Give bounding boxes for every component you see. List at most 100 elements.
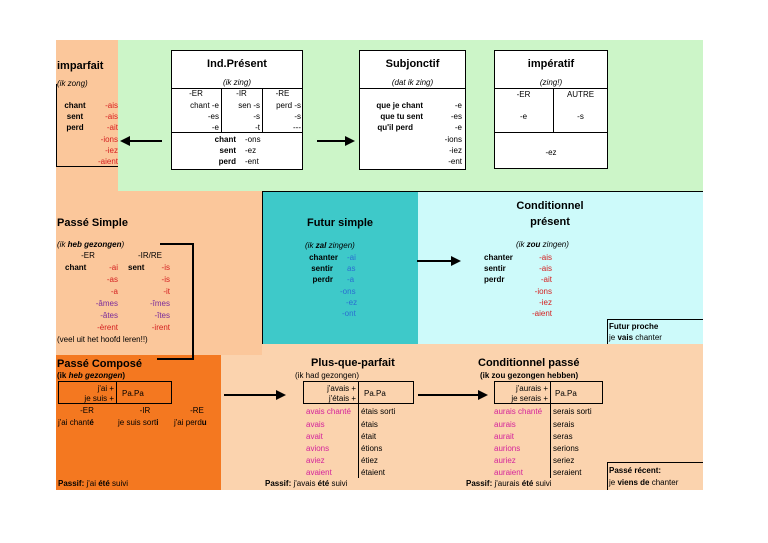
pqp-etre: était [361, 432, 377, 441]
imperatif-subtitle: (zing!) [539, 78, 563, 87]
present-stem: perd [218, 157, 236, 166]
present-title: Ind.Présent [207, 58, 267, 70]
pqp-aux: j'étais + [328, 394, 356, 403]
cond-passe-etre: serais sorti [553, 407, 592, 416]
arrow-to-cond-passe [418, 394, 480, 396]
passe-simple-er-ending: -èrent [97, 323, 118, 332]
bracket-right [192, 243, 194, 360]
futur-ending: -ons [340, 287, 356, 296]
arrow-head-right-icon [276, 390, 286, 400]
aux-divider [116, 381, 117, 404]
futur-title: Futur simple [306, 217, 373, 229]
divider-top [262, 191, 703, 192]
passe-simple-title: Passé Simple [57, 217, 128, 229]
passe-compose-zone [56, 355, 221, 490]
cond-passe-subtitle: (ik zou gezongen hebben) [480, 371, 579, 380]
passe-recent-box [607, 462, 703, 490]
pqp-papa: Pa.Pa [364, 389, 386, 398]
subjonctif-ending: -e [454, 123, 462, 132]
imperatif-plural-ending: -ez [545, 148, 557, 157]
imparfait-ending: -ions [100, 135, 118, 144]
passe-simple-ir-ending: -îtes [154, 311, 170, 320]
passe-simple-zone [56, 191, 262, 355]
passe-compose-subtitle: (ik heb gezongen) [57, 371, 126, 380]
passe-compose-example-re: j'ai perdu [174, 418, 207, 427]
cond-passe-etre: seriez [553, 456, 575, 465]
imparfait-title: imparfait [57, 60, 104, 72]
cond-passe-etre: serions [553, 444, 579, 453]
subjonctif-ending: -iez [449, 146, 462, 155]
pqp-avoir: avait [306, 432, 323, 441]
passe-simple-ir-ending: -îmes [150, 299, 170, 308]
conditionnel-stem: chanter [484, 253, 513, 262]
present-subtitle: (ik zing) [222, 78, 251, 87]
imperatif-sing-ending: -s [577, 112, 584, 121]
arrow-head-right-icon [478, 390, 488, 400]
conditionnel-stem: perdr [484, 275, 505, 284]
conditionnel-subtitle: (ik zou zingen) [516, 240, 569, 249]
pqp-avoir: avions [306, 444, 330, 453]
imperatif-divider [494, 132, 608, 133]
futur-ending: -ez [346, 298, 358, 307]
passe-simple-er-ending: -as [106, 275, 118, 284]
cond-passe-avoir: aurions [494, 444, 521, 453]
subjonctif-phrase: qu'il perd [377, 123, 413, 132]
futur-ending: -a [347, 275, 355, 284]
imparfait-ending: -aient [97, 157, 118, 166]
imparfait-stem: sent [66, 112, 84, 121]
pqp-avoir: avais chanté [306, 407, 351, 416]
passe-compose-col-header: -IR [139, 406, 151, 415]
present-stem: chant [214, 135, 236, 144]
arrow-to-subjonctif [317, 140, 347, 142]
passe-compose-aux-box [58, 381, 172, 404]
conditionnel-title: présent [530, 216, 570, 228]
cond-passe-avoir: auriez [494, 456, 516, 465]
imperatif-divider [494, 88, 608, 89]
present-ir-ending: -s [253, 112, 260, 121]
pqp-etre: étais sorti [361, 407, 396, 416]
lower-left-strip [56, 344, 262, 355]
imparfait-ending: -iez [105, 146, 118, 155]
bracket-top [160, 243, 194, 245]
cond-passe-etre: serais [553, 420, 575, 429]
cond-passe-papa: Pa.Pa [555, 389, 577, 398]
futur-subtitle: (ik zal zingen) [305, 241, 355, 250]
pqp-avoir: avaient [306, 468, 332, 477]
conditionnel-zone [418, 191, 703, 344]
present-re-ending: --- [293, 123, 301, 132]
passe-simple-subtitle: (ik heb gezongen) [57, 240, 125, 249]
subjonctif-ending: -ent [448, 157, 462, 166]
pqp-etre: étaient [361, 468, 386, 477]
conditionnel-ending: -aient [531, 309, 552, 318]
arrow-head-left-icon [120, 136, 130, 146]
subjonctif-title: Subjonctif [385, 58, 440, 70]
imperatif-col-header: -ER [516, 90, 531, 99]
passe-simple-ir-ending: -it [163, 287, 170, 296]
passe-simple-stem: chant [65, 263, 87, 272]
passe-recent-example: je viens de chanter [609, 478, 679, 487]
present-divider [171, 88, 303, 89]
conditionnel-ending: -iez [539, 298, 552, 307]
cond-passe-aux: je serais + [511, 394, 548, 403]
imparfait-subtitle: (ik zong) [57, 79, 88, 88]
passe-compose-aux: j'ai + [97, 384, 114, 393]
imparfait-bottom-border [56, 166, 118, 167]
pqp-title: Plus-que-parfait [311, 357, 395, 369]
present-er-ending: -es [207, 112, 219, 121]
subjonctif-ending: -es [450, 112, 462, 121]
present-re-ending: perd -s [276, 101, 301, 110]
futur-proche-title: Futur proche [609, 322, 659, 331]
bracket-bottom [157, 358, 194, 360]
passe-compose-example-er: j'ai chanté [58, 418, 94, 427]
passe-compose-papa: Pa.Pa [122, 389, 144, 398]
present-col-line [262, 88, 263, 132]
subjonctif-divider [359, 88, 466, 89]
present-col-line [221, 88, 222, 132]
futur-stem: sentir [311, 264, 333, 273]
present-er-ending: chant -e [190, 101, 219, 110]
arrow-head-right-icon [451, 256, 461, 266]
arrow-to-imparfait [128, 140, 162, 142]
passe-simple-col-header: -IR/RE [138, 251, 162, 260]
pqp-passif: Passif: j'avais été suivi [265, 479, 348, 488]
passe-simple-er-ending: -ai [109, 263, 118, 272]
